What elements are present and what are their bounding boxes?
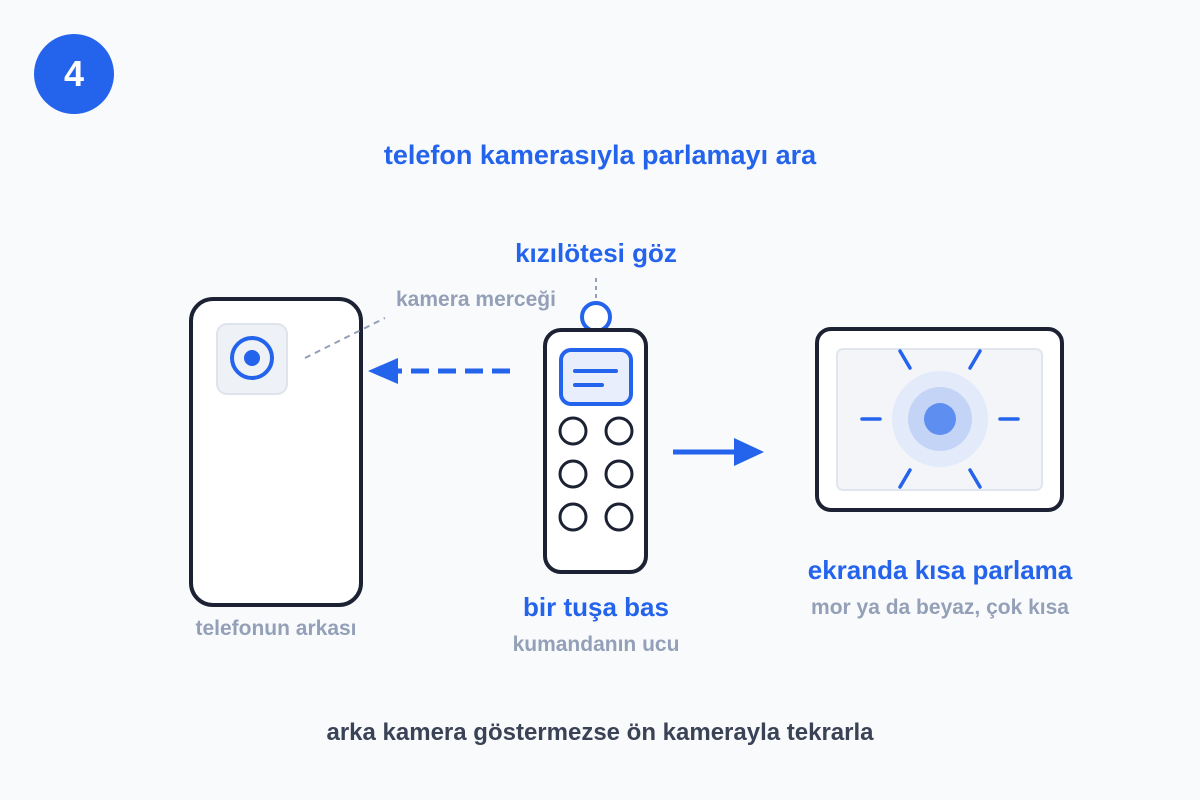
remote-button	[604, 416, 634, 446]
camera-lens-icon	[230, 336, 274, 380]
phone-back	[189, 297, 363, 607]
camera-lens-label: kamera merceği	[396, 288, 556, 311]
remote-button	[558, 416, 588, 446]
flash-detail-label: mor ya da beyaz, çok kısa	[811, 596, 1069, 619]
remote-button	[604, 502, 634, 532]
ir-eye-label: kızılötesi göz	[515, 238, 677, 268]
remote-button	[604, 459, 634, 489]
page-title: telefon kamerasıyla parlamayı ara	[383, 140, 817, 170]
remote-button	[558, 502, 588, 532]
screen-flash-label: ekranda kısa parlama	[807, 555, 1073, 585]
step-number: 4	[63, 53, 85, 94]
footer-note: arka kamera göstermezse ön kamerayla tek…	[326, 719, 874, 746]
remote-buttons	[558, 416, 634, 532]
ir-led-icon	[580, 301, 612, 333]
camera-lens-leader	[304, 317, 386, 359]
remote-button	[558, 459, 588, 489]
remote-tip-label: kumandanın ucu	[512, 633, 680, 656]
arrow-right-icon	[673, 438, 764, 466]
press-button-label: bir tuşa bas	[523, 592, 669, 622]
flash-glow	[892, 371, 988, 467]
step-badge: 4	[34, 34, 114, 114]
phone-screen	[815, 327, 1064, 512]
phone-back-label: telefonun arkası	[195, 617, 357, 640]
remote-control	[543, 301, 648, 574]
flash-ray-icon	[860, 349, 1020, 489]
remote-display-icon	[559, 348, 633, 406]
arrow-left-icon	[368, 358, 510, 384]
